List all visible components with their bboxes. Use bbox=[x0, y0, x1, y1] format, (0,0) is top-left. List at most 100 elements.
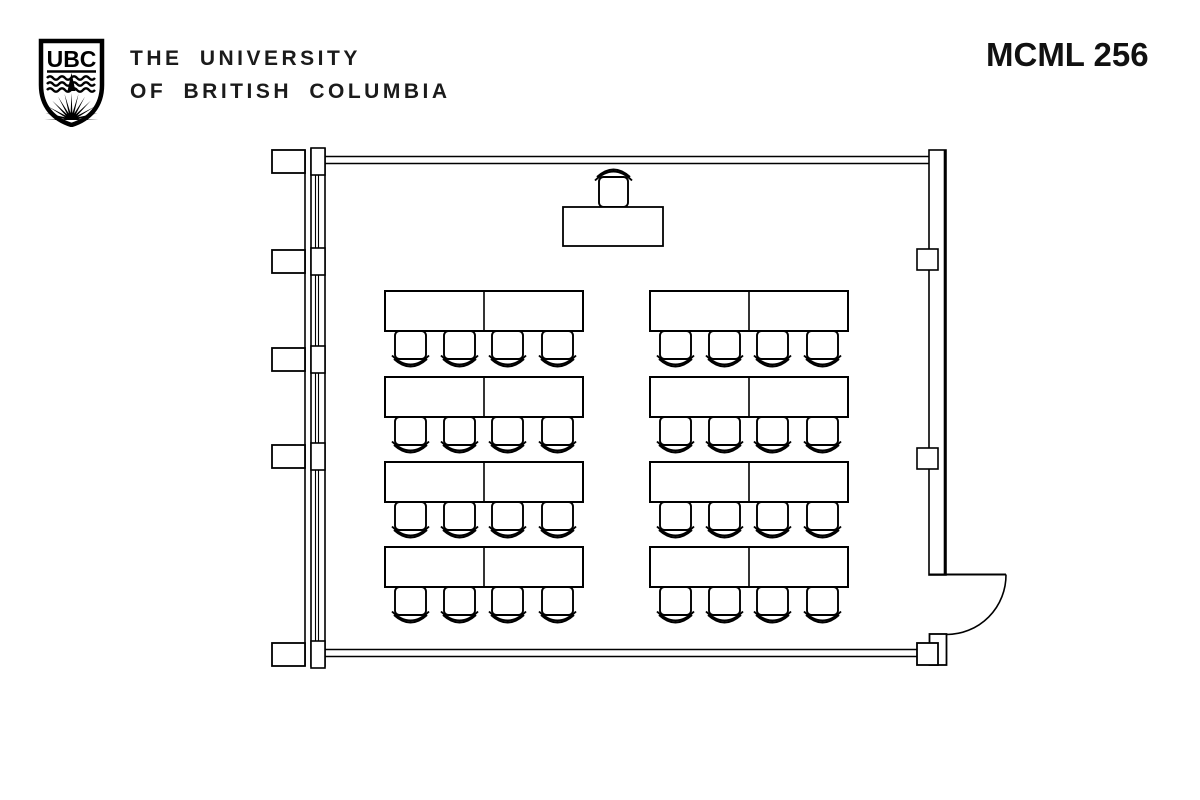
student-chair-seat bbox=[806, 330, 839, 360]
window-mullion bbox=[310, 442, 326, 471]
student-chair-seat bbox=[394, 586, 427, 616]
student-chair-back bbox=[442, 529, 477, 539]
student-chair-back bbox=[658, 444, 693, 454]
student-chair-back bbox=[755, 444, 790, 454]
student-chair-seat bbox=[541, 330, 574, 360]
student-chair-back bbox=[490, 444, 525, 454]
student-chair-seat bbox=[443, 330, 476, 360]
student-chair-seat bbox=[491, 416, 524, 446]
student-chair-seat bbox=[756, 330, 789, 360]
crest-ubc-text: UBC bbox=[47, 46, 97, 72]
crest-sunburst bbox=[44, 93, 99, 120]
student-chair-back bbox=[656, 354, 695, 366]
student-chair-seat bbox=[443, 416, 476, 446]
student-chair-back bbox=[391, 354, 430, 366]
student-chair-back bbox=[707, 358, 742, 368]
student-chair-back bbox=[393, 614, 428, 624]
student-chair-seat bbox=[756, 501, 789, 531]
student-chair-back bbox=[488, 525, 527, 537]
student-chair-seat bbox=[756, 416, 789, 446]
wall-pilaster bbox=[271, 249, 306, 274]
student-chair-seat bbox=[659, 330, 692, 360]
window-mullion bbox=[310, 147, 326, 176]
room-code-label: MCML 256 bbox=[986, 36, 1149, 73]
student-chair-seat bbox=[659, 501, 692, 531]
window-mullion bbox=[310, 640, 326, 669]
student-chair-back bbox=[755, 358, 790, 368]
student-chair-back bbox=[656, 440, 695, 452]
student-chair-back bbox=[393, 529, 428, 539]
student-chair-back bbox=[538, 525, 577, 537]
door-swing-arc bbox=[946, 574, 1007, 636]
student-chair-back bbox=[805, 614, 840, 624]
student-chair-back bbox=[488, 354, 527, 366]
window-mullion bbox=[310, 345, 326, 374]
student-chair-seat bbox=[491, 586, 524, 616]
instructor-chair-back bbox=[596, 168, 631, 178]
student-chair-seat bbox=[756, 586, 789, 616]
instructor-table bbox=[562, 206, 664, 247]
student-chair-seat bbox=[806, 586, 839, 616]
student-chair-back bbox=[538, 354, 577, 366]
instructor-chair-back bbox=[594, 170, 633, 182]
student-chair-back bbox=[803, 525, 842, 537]
university-line2: OF BRITISH COLUMBIA bbox=[130, 80, 451, 103]
student-chair-back bbox=[705, 525, 744, 537]
student-chair-back bbox=[755, 614, 790, 624]
student-chair-back bbox=[490, 614, 525, 624]
student-chair-back bbox=[540, 614, 575, 624]
crest-center-mark bbox=[67, 73, 76, 91]
student-chair-seat bbox=[806, 416, 839, 446]
student-chair-seat bbox=[394, 416, 427, 446]
student-chair-back bbox=[658, 529, 693, 539]
student-chair-back bbox=[805, 444, 840, 454]
student-chair-seat bbox=[708, 501, 741, 531]
student-chair-back bbox=[540, 529, 575, 539]
student-chair-back bbox=[391, 525, 430, 537]
student-chair-seat bbox=[491, 501, 524, 531]
student-chair-seat bbox=[491, 330, 524, 360]
student-chair-back bbox=[391, 610, 430, 622]
wall-fixture-box bbox=[916, 248, 939, 271]
student-chair-back bbox=[803, 610, 842, 622]
student-chair-seat bbox=[659, 416, 692, 446]
student-chair-seat bbox=[541, 416, 574, 446]
student-chair-back bbox=[707, 614, 742, 624]
student-chair-back bbox=[707, 529, 742, 539]
wall-pilaster bbox=[271, 642, 306, 667]
student-chair-back bbox=[490, 529, 525, 539]
window-mullion bbox=[310, 247, 326, 276]
student-chair-back bbox=[393, 444, 428, 454]
wall-pilaster bbox=[271, 444, 306, 469]
student-chair-back bbox=[490, 358, 525, 368]
student-chair-seat bbox=[708, 586, 741, 616]
student-chair-seat bbox=[708, 330, 741, 360]
student-chair-seat bbox=[659, 586, 692, 616]
student-chair-back bbox=[707, 444, 742, 454]
student-chair-seat bbox=[443, 586, 476, 616]
student-chair-back bbox=[656, 610, 695, 622]
student-chair-back bbox=[488, 440, 527, 452]
student-chair-back bbox=[705, 354, 744, 366]
student-chair-back bbox=[393, 358, 428, 368]
student-chair-back bbox=[440, 610, 479, 622]
student-chair-back bbox=[753, 440, 792, 452]
student-chair-back bbox=[805, 529, 840, 539]
student-chair-back bbox=[488, 610, 527, 622]
student-chair-seat bbox=[541, 501, 574, 531]
student-chair-back bbox=[540, 358, 575, 368]
student-chair-seat bbox=[806, 501, 839, 531]
student-chair-seat bbox=[541, 586, 574, 616]
student-chair-back bbox=[656, 525, 695, 537]
student-chair-back bbox=[658, 614, 693, 624]
student-chair-back bbox=[391, 440, 430, 452]
student-chair-back bbox=[705, 610, 744, 622]
student-chair-back bbox=[753, 525, 792, 537]
student-chair-back bbox=[753, 610, 792, 622]
ubc-crest-logo: UBC bbox=[38, 38, 105, 127]
university-line1: THE UNIVERSITY bbox=[130, 47, 361, 70]
right-wall bbox=[928, 149, 947, 576]
student-chair-seat bbox=[394, 330, 427, 360]
student-chair-seat bbox=[394, 501, 427, 531]
student-chair-back bbox=[705, 440, 744, 452]
